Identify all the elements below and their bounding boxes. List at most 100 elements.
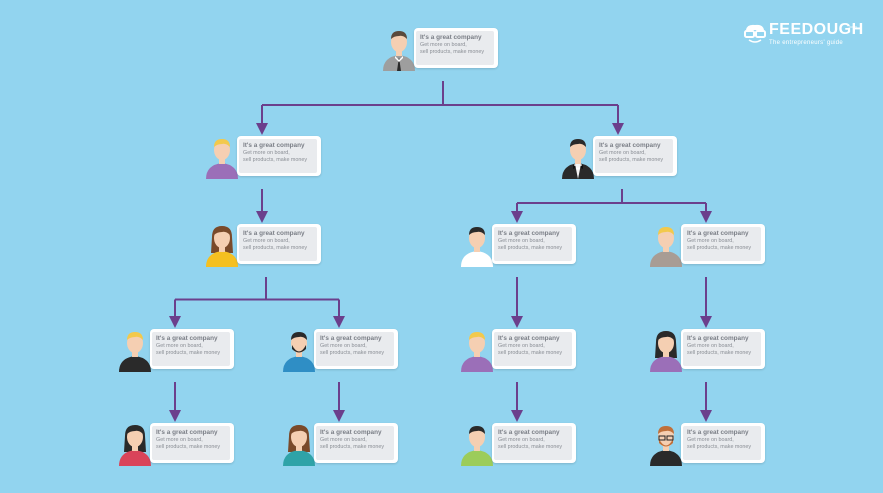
node-title: It's a great company [599, 142, 661, 149]
node-desc-line2: sell products, make money [498, 245, 563, 251]
node-desc-line2: sell products, make money [320, 350, 385, 356]
node-desc-line2: sell products, make money [599, 157, 664, 163]
node-title: It's a great company [498, 335, 560, 342]
node-desc-line2: sell products, make money [687, 350, 752, 356]
node-title: It's a great company [156, 335, 218, 342]
node-desc-line1: Get more on board, [498, 343, 545, 349]
node-desc-line1: Get more on board, [687, 437, 734, 443]
node-desc-line1: Get more on board, [498, 238, 545, 244]
node-desc-line2: sell products, make money [420, 49, 485, 55]
node-desc-line1: Get more on board, [156, 343, 203, 349]
node-desc-line2: sell products, make money [498, 350, 563, 356]
woman-dark-hair-icon [648, 328, 684, 372]
node-title: It's a great company [320, 429, 382, 436]
node-title: It's a great company [320, 335, 382, 342]
woman-brown-hair-icon [204, 223, 240, 267]
man-dark-hair-icon [459, 422, 495, 466]
node-desc-line1: Get more on board, [243, 238, 290, 244]
man-chef-icon [459, 223, 495, 267]
node-desc-line2: sell products, make money [243, 245, 308, 251]
brand-name: FEEDOUGH [769, 21, 864, 38]
feedough-logo-icon [744, 24, 766, 43]
node-desc-line2: sell products, make money [156, 350, 221, 356]
man-tie-icon [381, 27, 417, 71]
woman-long-blonde-icon [459, 328, 495, 372]
woman-blonde-icon [204, 135, 240, 179]
node-desc-line2: sell products, make money [687, 444, 752, 450]
node-desc-line1: Get more on board, [156, 437, 203, 443]
node-title: It's a great company [243, 142, 305, 149]
brand-logo: FEEDOUGH .com The entrepreneurs' guide [743, 20, 864, 50]
node-title: It's a great company [156, 429, 218, 436]
node-desc-line1: Get more on board, [420, 42, 467, 48]
node-title: It's a great company [498, 230, 560, 237]
node-desc-line1: Get more on board, [498, 437, 545, 443]
brand-suffix: .com [848, 24, 857, 29]
node-desc-line2: sell products, make money [687, 245, 752, 251]
node-desc-line1: Get more on board, [320, 437, 367, 443]
node-desc-line1: Get more on board, [599, 150, 646, 156]
man-glasses-beard-icon [648, 422, 684, 466]
man-beard-icon [281, 328, 317, 372]
node-desc-line2: sell products, make money [320, 444, 385, 450]
node-desc-line1: Get more on board, [687, 343, 734, 349]
node-title: It's a great company [420, 34, 482, 41]
brand-tagline: The entrepreneurs' guide [769, 40, 844, 46]
node-desc-line1: Get more on board, [320, 343, 367, 349]
node-title: It's a great company [687, 429, 749, 436]
node-desc-line2: sell products, make money [243, 157, 308, 163]
node-title: It's a great company [687, 230, 749, 237]
node-title: It's a great company [243, 230, 305, 237]
node-title: It's a great company [687, 335, 749, 342]
node-title: It's a great company [498, 429, 560, 436]
woman-brown-long-hair-icon [281, 422, 317, 466]
man-bowtie-icon [560, 135, 596, 179]
man-blonde-icon [117, 328, 153, 372]
woman-blonde-bob-icon [648, 223, 684, 267]
woman-black-hair-icon [117, 422, 153, 466]
